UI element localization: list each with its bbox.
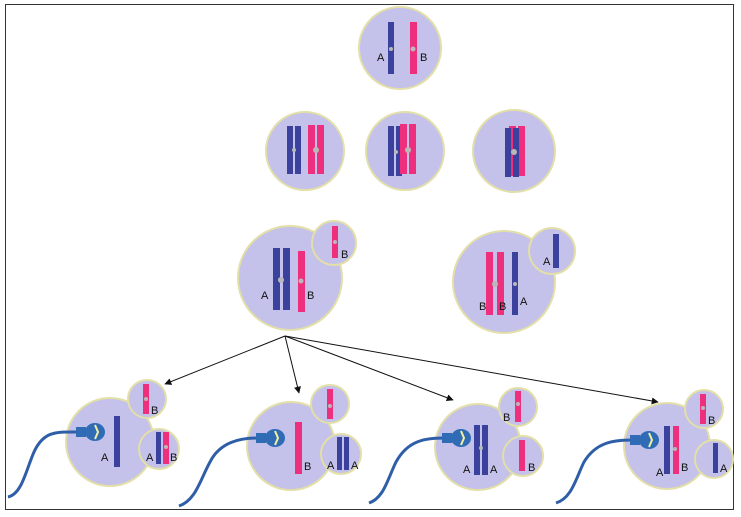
label-b: B [307, 290, 314, 302]
replicated-cell-3 [472, 109, 556, 193]
sperm [555, 431, 659, 505]
arrow [284, 335, 454, 402]
label-a: A [656, 467, 664, 479]
fertilized-egg-3: A A B B [368, 387, 544, 505]
label-b: B [151, 405, 158, 417]
label-b: B [304, 461, 311, 473]
label-a: A [327, 460, 335, 472]
fertilized-egg-2: B A A [178, 384, 362, 508]
label-b: B [420, 52, 427, 64]
label-a: A [146, 452, 154, 464]
label-a: A [543, 256, 551, 268]
label-a: A [377, 52, 385, 64]
label-b: B [681, 462, 688, 474]
label-b: B [708, 415, 715, 427]
label-a: A [261, 290, 269, 302]
label-a: A [520, 296, 528, 308]
label-a: A [101, 452, 109, 464]
arrow [284, 335, 301, 394]
sperm [368, 429, 471, 505]
fertilized-egg-1: A B A B [7, 379, 180, 499]
parent-cell: A B [358, 6, 442, 90]
label-b: B [170, 452, 177, 464]
meiosis-i-cell-left: A B B [237, 220, 357, 331]
fertilized-egg-4: A B B A [555, 389, 734, 505]
label-a: A [490, 464, 498, 476]
polar-body [528, 227, 576, 275]
arrow [164, 335, 286, 385]
label-b: B [499, 301, 506, 313]
label-b: B [341, 249, 348, 261]
label-a: A [351, 460, 359, 472]
replicated-cell-2 [365, 111, 445, 191]
sperm [178, 429, 285, 508]
label-b: B [528, 462, 535, 474]
replicated-cell-1 [265, 111, 345, 191]
meiosis-i-cell-right: B B A A [452, 227, 576, 334]
label-a: A [720, 463, 728, 475]
label-a: A [463, 464, 471, 476]
arrow [284, 335, 659, 405]
label-b: B [479, 301, 486, 313]
fertilization-arrows [164, 335, 659, 405]
sperm [7, 423, 105, 499]
label-b: B [503, 412, 510, 424]
